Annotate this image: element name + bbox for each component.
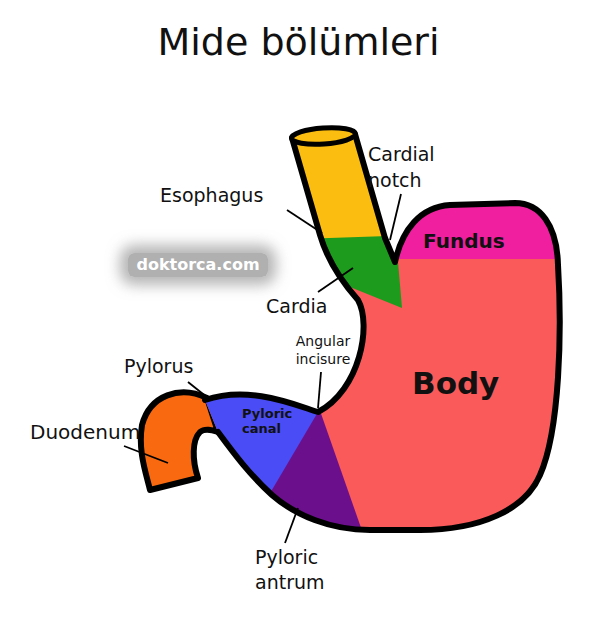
body-region (100, 100, 580, 560)
leader-line (318, 268, 353, 292)
stomach-regions (100, 100, 580, 560)
part-label: Cardial notch (368, 141, 458, 193)
duodenum-shape (141, 392, 218, 490)
leader-line (390, 194, 401, 240)
leader-lines (124, 194, 401, 543)
part-label: Duodenum (30, 419, 170, 445)
diagram-title: Mide bölümleri (0, 18, 597, 66)
part-label: Esophagus (160, 183, 290, 207)
part-label: Pylorus (124, 354, 214, 378)
region-label: Pyloric canal (242, 406, 302, 436)
leader-line (285, 508, 298, 543)
part-label: Cardia (266, 294, 346, 318)
leader-line (124, 446, 168, 463)
leader-line (287, 210, 322, 233)
esophagus-opening (291, 126, 356, 146)
watermark: doktorca.com (128, 253, 268, 277)
leader-line (318, 372, 321, 408)
part-label: Angular incisure (283, 332, 363, 368)
region-label: Body (412, 364, 532, 402)
part-label: Pyloric antrum (255, 545, 345, 595)
leader-line (188, 382, 208, 398)
region-label: Fundus (423, 229, 533, 253)
